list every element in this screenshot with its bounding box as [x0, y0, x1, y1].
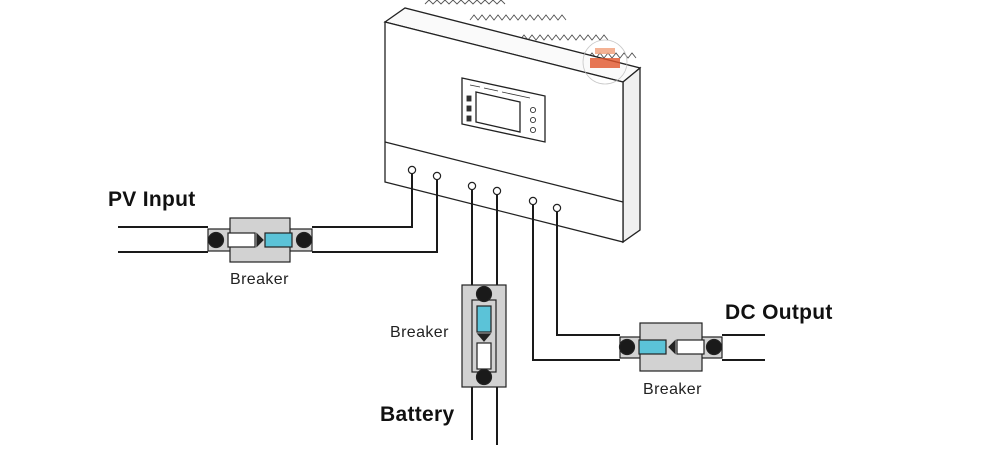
pv-breaker-toggle-icon[interactable] [256, 232, 264, 248]
wire-load-negative-to-breaker [556, 212, 620, 336]
solar-charge-controller [383, 0, 642, 244]
load-negative-terminal[interactable] [552, 203, 562, 213]
battery-negative-terminal[interactable] [492, 186, 502, 196]
menu-button-1[interactable] [529, 106, 537, 114]
wire-pv-negative-to-breaker [312, 180, 438, 253]
dc-breaker-screw-left [618, 338, 636, 356]
battery-label: Battery [380, 403, 455, 426]
dc-breaker-window-off [676, 339, 705, 355]
watermark-seal [582, 39, 628, 85]
dc-output-label: DC Output [725, 301, 833, 324]
menu-button-2[interactable] [529, 116, 537, 124]
wire-pv-positive-to-breaker [312, 174, 413, 228]
wires [118, 174, 765, 445]
load-status-icon [466, 115, 472, 122]
menu-button-3[interactable] [529, 126, 537, 134]
pv-positive-terminal[interactable] [407, 165, 417, 175]
dc-breaker-toggle-icon[interactable] [668, 339, 676, 355]
pv-breaker-label: Breaker [230, 271, 289, 288]
battery-positive-terminal[interactable] [467, 181, 477, 191]
dc-output-breaker [618, 322, 723, 372]
terminal-row [407, 165, 562, 213]
pv-breaker-screw-left [207, 231, 225, 249]
pv-breaker [207, 217, 313, 263]
battery-breaker-window-on [476, 305, 492, 333]
lcd-screen [475, 91, 521, 133]
pv-breaker-window-on [264, 232, 293, 248]
dc-breaker-screw-right [705, 338, 723, 356]
wire-load-positive-to-breaker [532, 205, 620, 361]
pv-status-icon [466, 95, 472, 102]
load-positive-terminal[interactable] [528, 196, 538, 206]
pv-input-label: PV Input [108, 188, 196, 211]
battery-breaker-screw-top [475, 285, 493, 303]
battery-breaker [461, 284, 507, 388]
battery-breaker-screw-bottom [475, 368, 493, 386]
battery-breaker-window-off [476, 342, 492, 370]
pv-breaker-screw-right [295, 231, 313, 249]
dc-output-breaker-label: Breaker [643, 381, 702, 398]
pv-breaker-window-off [227, 232, 256, 248]
dc-breaker-window-on [638, 339, 667, 355]
battery-breaker-label: Breaker [390, 324, 449, 341]
battery-breaker-toggle-icon[interactable] [476, 333, 492, 342]
pv-negative-terminal[interactable] [432, 171, 442, 181]
panel-header-marks [469, 84, 531, 99]
battery-status-icon [466, 105, 472, 112]
